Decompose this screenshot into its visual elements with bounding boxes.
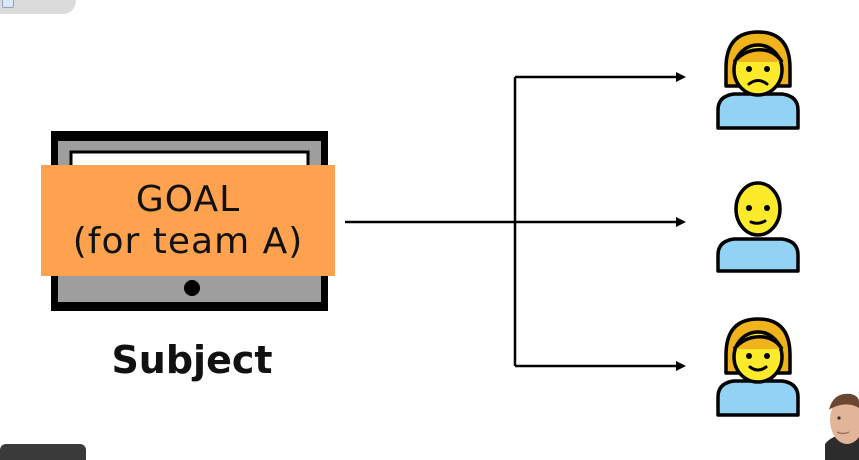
person-sad-icon: [716, 30, 800, 130]
arrow-heads: [676, 72, 686, 371]
arrow-head-bottom: [676, 361, 686, 371]
goal-subtitle: (for team A): [72, 220, 304, 262]
connector-lines: [345, 75, 677, 368]
presenter-webcam-thumbnail: [825, 393, 859, 460]
badge-icon: [2, 0, 14, 8]
overlay-badge-top: [0, 0, 76, 14]
goal-title: GOAL: [135, 178, 241, 220]
tablet-home-button: [184, 280, 200, 296]
goal-box: GOAL (for team A): [41, 165, 335, 276]
overlay-badge-bottom: [0, 444, 86, 460]
arrow-head-top: [676, 72, 686, 82]
arrow-head-middle: [676, 217, 686, 227]
person-smiling-icon: [716, 317, 800, 417]
person-neutral-icon: [716, 181, 800, 273]
subject-label: Subject: [111, 338, 273, 382]
